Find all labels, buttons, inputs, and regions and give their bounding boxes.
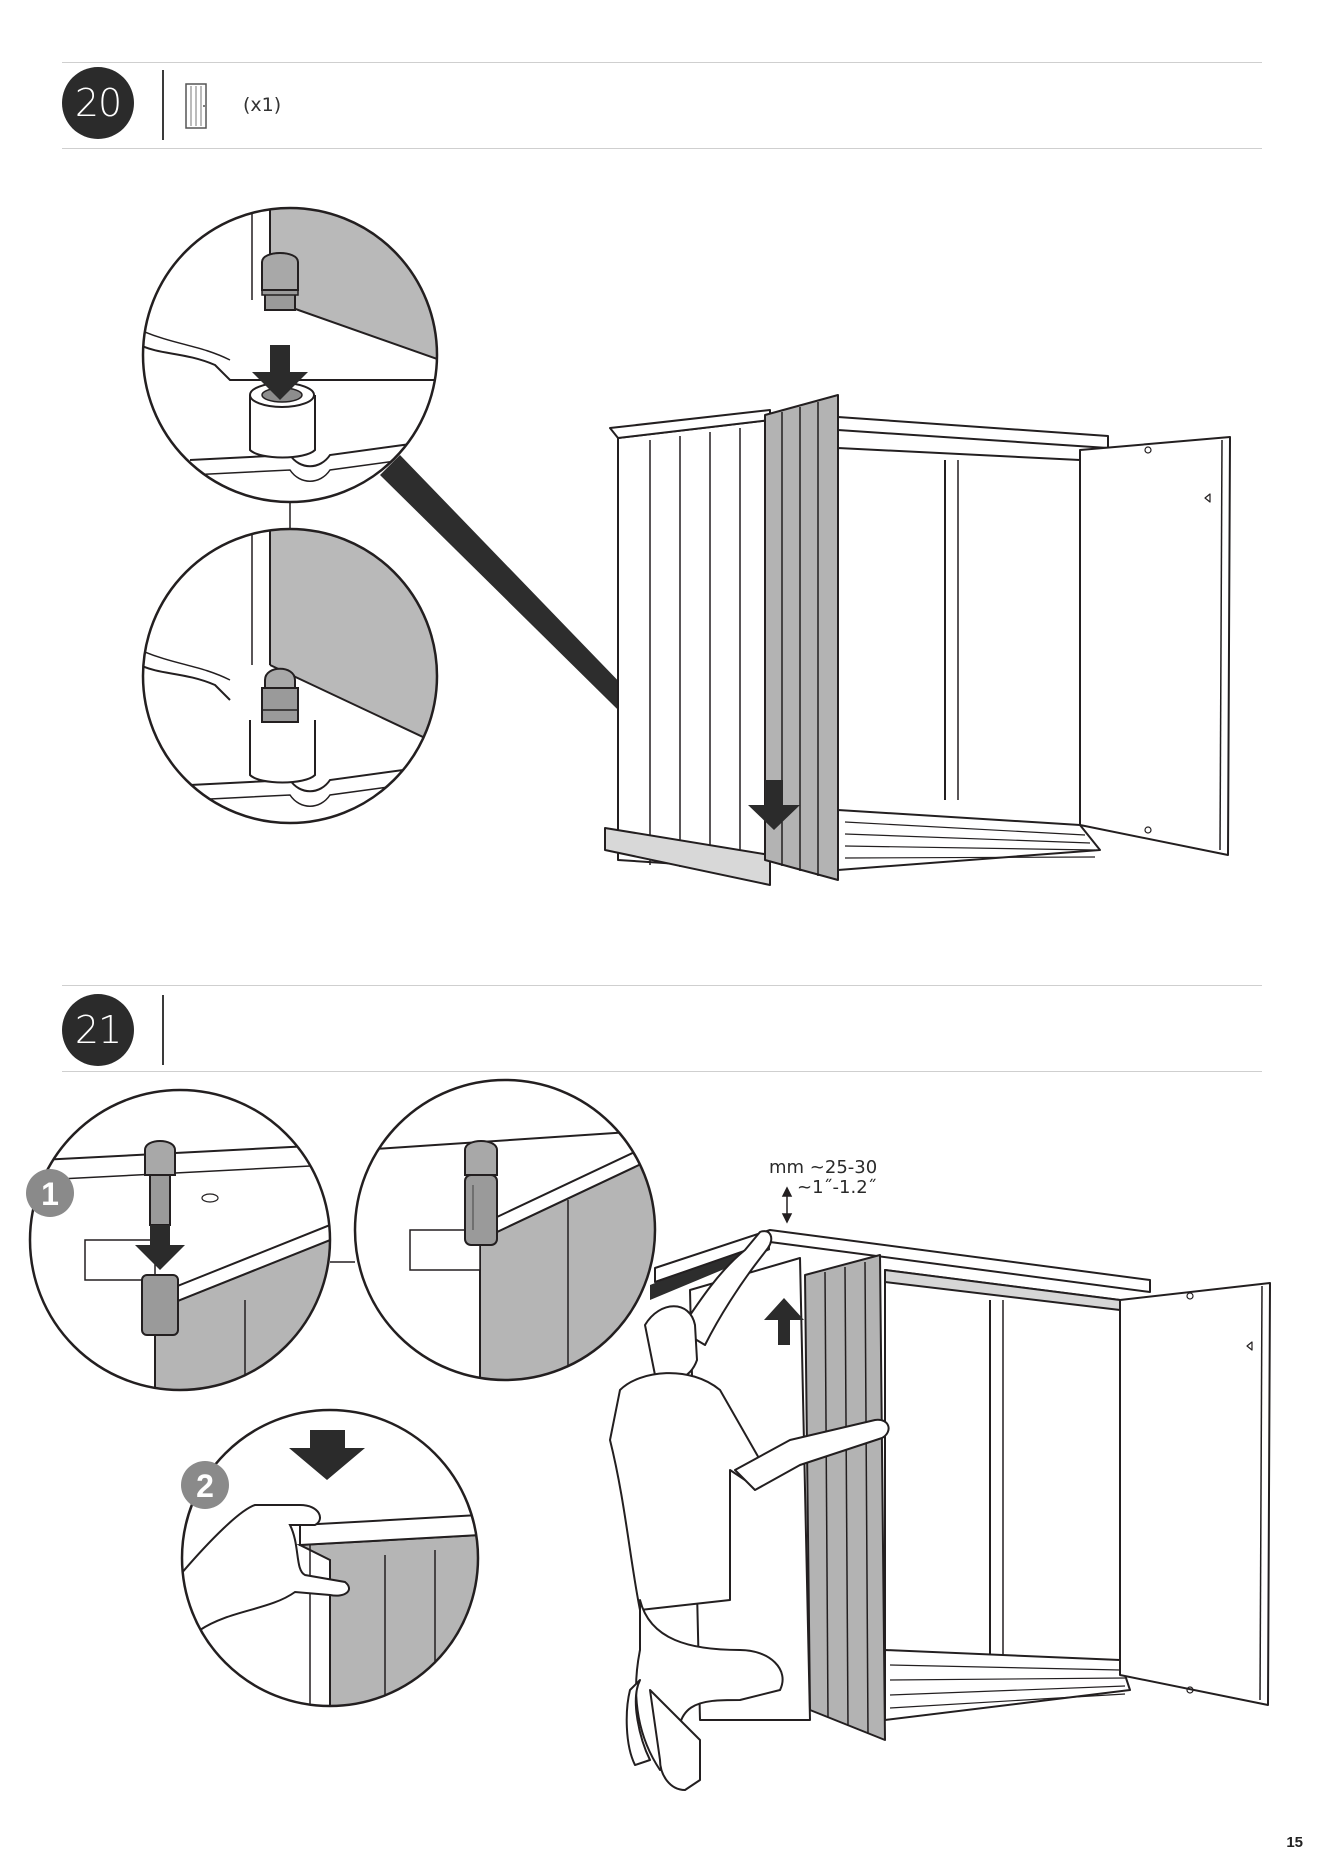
zoom-circle-1 xyxy=(30,1090,330,1420)
callout-1: 1 xyxy=(41,1176,59,1212)
double-arrow-icon xyxy=(783,1188,791,1222)
zoom-circle-2 xyxy=(355,1080,660,1420)
measure-inch-label: ~1˝-1.2˝ xyxy=(797,1178,877,1198)
page-number: 15 xyxy=(1286,1834,1303,1851)
callout-2: 2 xyxy=(196,1468,214,1504)
measure-mm-label: mm ~25-30 xyxy=(769,1158,877,1178)
